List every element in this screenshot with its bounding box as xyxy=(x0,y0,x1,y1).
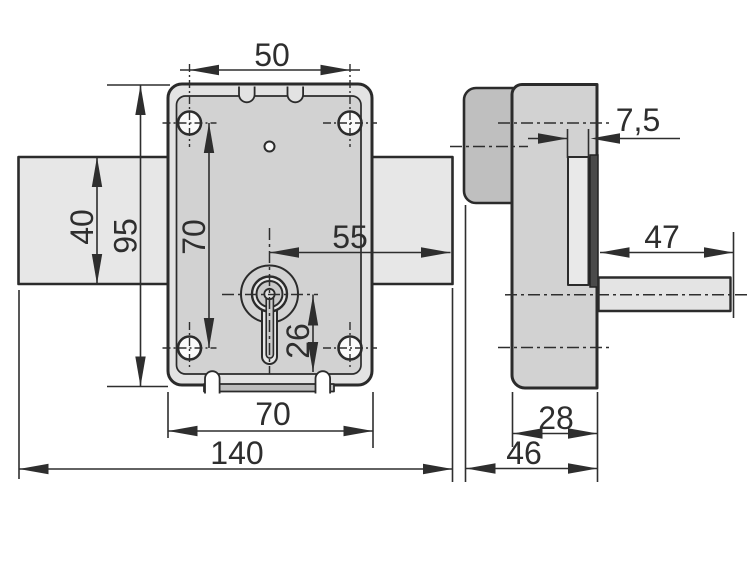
screw-holes xyxy=(162,64,377,370)
dim-label-axis-to-case-bottom: 26 xyxy=(280,323,316,359)
dim-bolt-height: 40 xyxy=(64,157,103,284)
pin-hole xyxy=(263,140,276,153)
bolt-channel xyxy=(567,156,590,286)
faceplate-edge xyxy=(589,154,599,288)
top-notch-left xyxy=(238,86,256,104)
dim-hole-spacing-vertical: 70 xyxy=(176,123,215,348)
dim-label-bolt-height: 40 xyxy=(64,209,100,245)
dim-axis-to-bolt-tip: 55 xyxy=(269,219,451,258)
bottom-mounting-tab xyxy=(203,383,335,393)
dim-label-axis-to-bolt-tip: 55 xyxy=(332,219,368,255)
side-bolt-block xyxy=(462,86,515,205)
dim-case-height: 95 xyxy=(107,84,170,388)
dim-top-hole-spacing: 50 xyxy=(180,37,360,76)
dim-label-spindle-length: 47 xyxy=(644,219,680,255)
dim-bolt-recess: 7,5 xyxy=(528,102,680,158)
cylinder-spindle xyxy=(597,276,732,313)
dim-label-case-width: 70 xyxy=(255,396,291,432)
dim-overall-depth: 46 xyxy=(464,205,598,482)
dim-spindle-length: 47 xyxy=(600,219,735,318)
dimensions-front: 50 95 40 70 55 xyxy=(18,37,454,482)
dim-overall-length: 140 xyxy=(18,288,454,482)
dim-case-depth: 28 xyxy=(511,392,599,482)
cylinder-keyhole xyxy=(222,228,318,374)
dim-case-width: 70 xyxy=(167,392,374,448)
side-view xyxy=(450,83,747,390)
top-notch-right xyxy=(286,86,304,104)
dim-label-bolt-recess: 7,5 xyxy=(616,102,660,138)
dim-label-case-height: 95 xyxy=(108,218,144,254)
front-view xyxy=(17,64,454,394)
bolt-tail-right xyxy=(360,155,454,286)
bottom-slot-right xyxy=(314,370,331,394)
dim-label-top-hole-spacing: 50 xyxy=(254,37,290,73)
dim-label-overall-length: 140 xyxy=(210,435,263,471)
bottom-slot-left xyxy=(204,370,221,394)
dimensions-side: 7,5 47 28 46 xyxy=(464,102,735,482)
dim-label-hole-spacing-vertical: 70 xyxy=(176,219,212,255)
dim-axis-to-case-bottom: 26 xyxy=(280,294,319,372)
dim-label-case-depth: 28 xyxy=(538,400,574,436)
dim-label-overall-depth: 46 xyxy=(506,435,542,471)
